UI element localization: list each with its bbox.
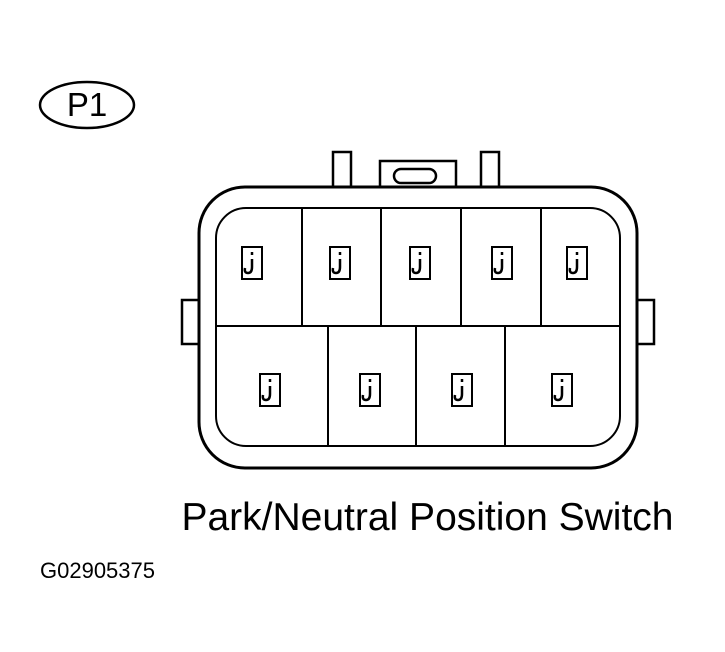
terminal-1 <box>241 246 263 280</box>
diagram-caption: Park/Neutral Position Switch <box>181 496 674 539</box>
connector-label: P1 <box>66 86 108 123</box>
terminal-row-bottom <box>259 373 573 407</box>
cavity-dividers <box>216 208 620 446</box>
terminal-8 <box>451 373 473 407</box>
connector-label-ellipse <box>38 80 136 130</box>
terminal-7 <box>359 373 381 407</box>
terminal-3 <box>409 246 431 280</box>
terminal-9 <box>551 373 573 407</box>
latch-tabs <box>331 150 501 190</box>
terminal-2 <box>329 246 351 280</box>
terminal-row-top <box>241 246 588 280</box>
terminal-5 <box>566 246 588 280</box>
side-tabs <box>180 298 656 346</box>
terminal-6 <box>259 373 281 407</box>
connector-housing-outer <box>197 185 639 470</box>
figure-id: G02905375 <box>40 558 155 583</box>
terminal-4 <box>491 246 513 280</box>
